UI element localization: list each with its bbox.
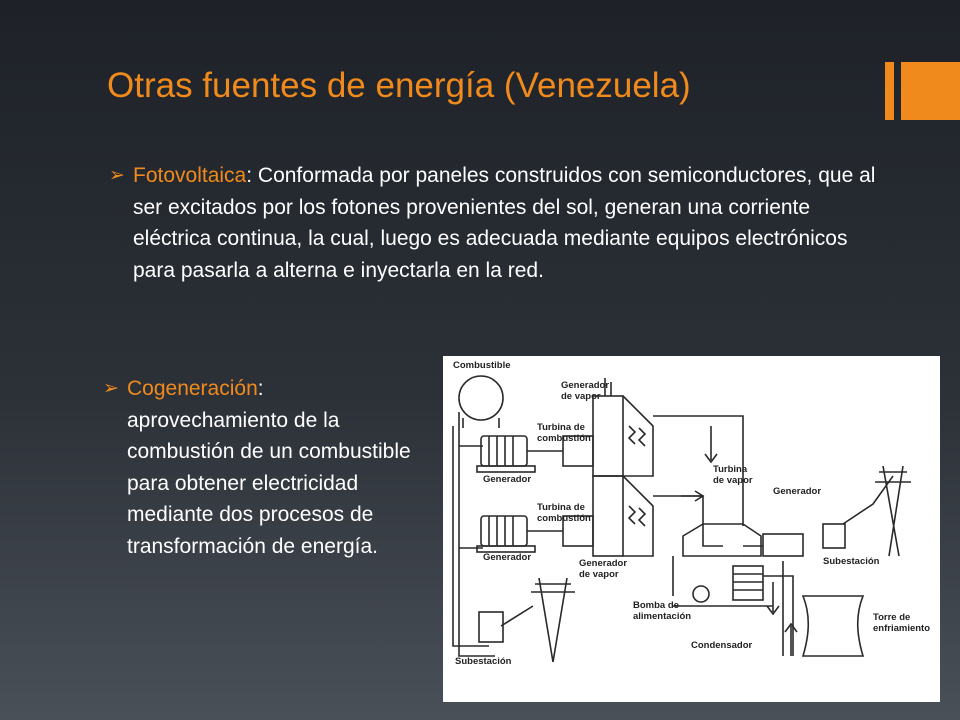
generator-2-shape bbox=[480, 515, 528, 547]
generator-1-shape bbox=[480, 435, 528, 467]
feed-pump-shape bbox=[692, 585, 710, 603]
cogeneration-diagram-svg: Combustible Generador de vapor Turbina d… bbox=[452, 360, 930, 667]
bullet-text: : Conformada por paneles construidos con… bbox=[133, 164, 876, 282]
label-bomba-a: Bomba de bbox=[633, 600, 679, 611]
label-turbina-comb-2a: Turbina de bbox=[537, 502, 585, 513]
label-generador-2: Generador bbox=[483, 552, 531, 563]
label-generador-1: Generador bbox=[483, 474, 531, 485]
slide-title: Otras fuentes de energía (Venezuela) bbox=[107, 66, 691, 105]
label-generador-vapor-1a: Generador bbox=[561, 380, 609, 391]
bullet-term: Cogeneración bbox=[127, 377, 258, 400]
arrow-bullet-icon: ➢ bbox=[109, 165, 125, 186]
steam-generator-3-shape bbox=[762, 533, 804, 557]
power-tower-right bbox=[875, 465, 911, 557]
steam-turbine-shape bbox=[682, 523, 762, 557]
steam-generator-2-shape bbox=[592, 475, 624, 557]
label-turbina-vapor-a: Turbina bbox=[713, 464, 748, 475]
label-subestacion-1: Subestación bbox=[823, 556, 880, 567]
label-bomba-b: alimentación bbox=[633, 611, 691, 622]
condenser-shape bbox=[732, 565, 764, 601]
substation-2-shape bbox=[478, 611, 504, 643]
accent-bar-thick bbox=[901, 62, 960, 120]
bullet-term: Fotovoltaica bbox=[133, 164, 247, 187]
label-subestacion-2: Subestación bbox=[455, 656, 512, 667]
bullet-text: : aprovechamiento de la combustión de un… bbox=[127, 377, 411, 558]
arrow-bullet-icon: ➢ bbox=[103, 378, 119, 399]
label-condensador: Condensador bbox=[691, 640, 753, 651]
label-turbina-comb-2b: combustión bbox=[537, 513, 591, 524]
label-generador-vapor-2b: de vapor bbox=[579, 569, 619, 580]
label-generador-vapor-1b: de vapor bbox=[561, 391, 601, 402]
accent-bar-thin bbox=[885, 62, 894, 120]
bullet-fotovoltaica: ➢ Fotovoltaica: Conformada por paneles c… bbox=[109, 160, 878, 286]
label-generador-vapor-2a: Generador bbox=[579, 558, 627, 569]
label-torre-b: enfriamiento bbox=[873, 623, 930, 634]
steam-generator-1-shape bbox=[592, 395, 624, 477]
cooling-tower-shape bbox=[801, 595, 865, 657]
cogeneration-diagram: Combustible Generador de vapor Turbina d… bbox=[443, 356, 940, 702]
power-tower-left bbox=[531, 577, 575, 663]
label-turbina-vapor-b: de vapor bbox=[713, 475, 753, 486]
label-combustible: Combustible bbox=[453, 360, 511, 371]
label-turbina-comb-1a: Turbina de bbox=[537, 422, 585, 433]
substation-1-shape bbox=[822, 523, 846, 549]
label-generador-3: Generador bbox=[773, 486, 821, 497]
label-torre-a: Torre de bbox=[873, 612, 910, 623]
fuel-tank-shape bbox=[458, 375, 504, 421]
label-turbina-comb-1b: combustión bbox=[537, 433, 591, 444]
bullet-cogeneracion: ➢ Cogeneración: aprovechamiento de la co… bbox=[103, 373, 412, 562]
